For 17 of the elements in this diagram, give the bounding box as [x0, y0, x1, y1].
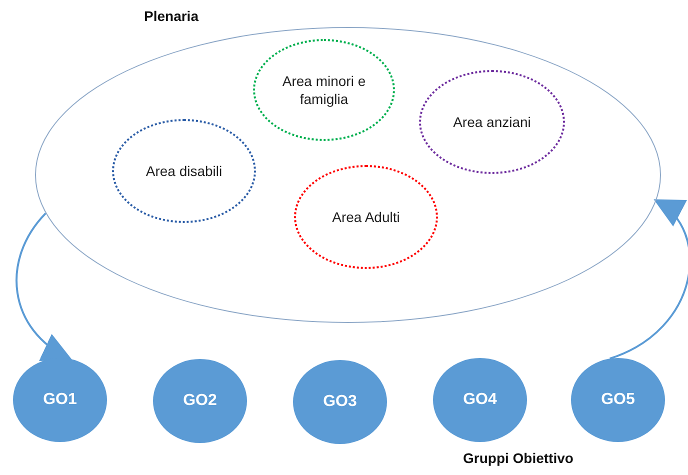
area-circle	[253, 39, 395, 141]
group-caption: Gruppi Obiettivo	[463, 450, 574, 466]
group-label: GO2	[183, 390, 217, 411]
area-circle	[294, 165, 438, 269]
area-label: Area anziani	[453, 112, 531, 132]
curved-arrow	[16, 212, 72, 360]
area-circle	[419, 70, 565, 174]
area-circle	[112, 119, 256, 223]
curved-arrow	[609, 198, 688, 360]
area-label: Area minori e famiglia	[281, 72, 367, 108]
group-label: GO5	[601, 390, 635, 410]
group-label: GO4	[463, 390, 497, 410]
group-label: GO1	[43, 390, 77, 410]
area-label: Area Adulti	[332, 208, 400, 226]
heading: Plenaria	[144, 8, 198, 24]
group-label: GO3	[323, 392, 357, 412]
area-label: Area disabili	[146, 162, 222, 180]
